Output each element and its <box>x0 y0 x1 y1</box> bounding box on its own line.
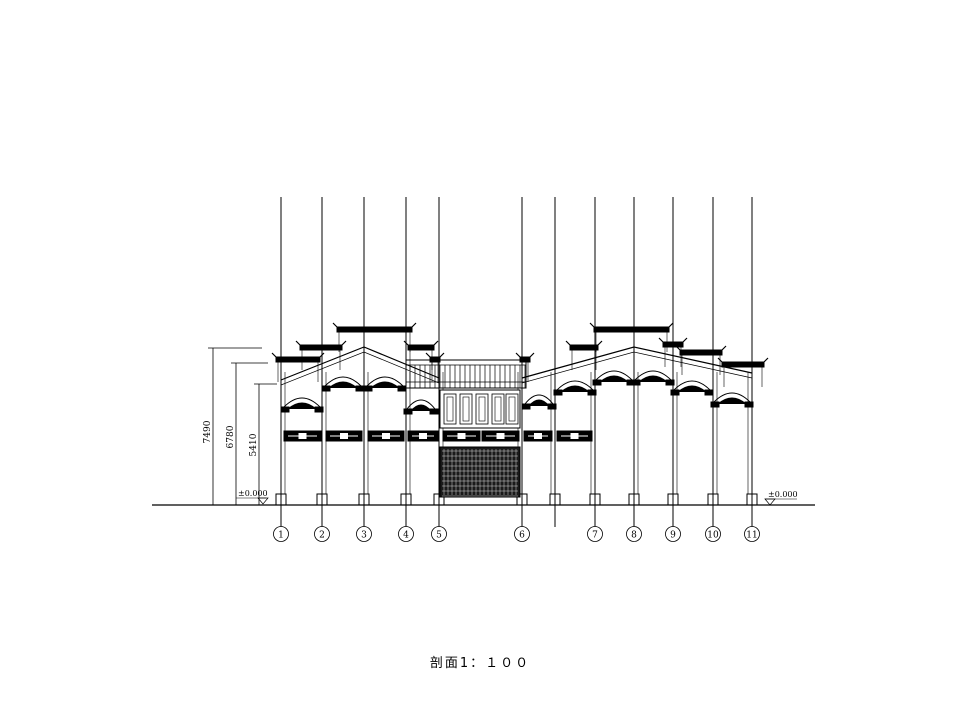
roof-slope <box>521 346 753 379</box>
gable-cap <box>275 356 321 363</box>
door-panel-inset <box>462 396 470 422</box>
drawing-title: 剖面1：１００ <box>429 656 531 671</box>
gable-cap <box>336 326 413 333</box>
axis-bubbles: 1 2 3 4 5 6 7 8 9 10 11 <box>273 505 760 542</box>
svg-text:±0.000: ±0.000 <box>238 489 268 498</box>
dimension-lines <box>208 347 277 506</box>
axis-bubble: 11 <box>744 505 760 542</box>
dimension-eave-height: 6780 <box>226 425 236 448</box>
lintel-panel <box>325 430 363 442</box>
central-wooden-facade <box>405 359 527 498</box>
arched-bracket <box>710 392 754 408</box>
arched-bracket <box>521 394 557 410</box>
lintel-panel <box>367 430 405 442</box>
door-panel-inset <box>508 396 516 422</box>
dimension-wall-height: 5410 <box>249 433 259 456</box>
gable-cap-tip <box>425 352 445 358</box>
lintel-panel <box>283 430 322 442</box>
door-panel <box>505 393 519 425</box>
lintel-panel <box>523 430 553 442</box>
axis-bubble: 1 <box>273 505 289 542</box>
lintel-panel <box>442 430 481 442</box>
door-panel <box>475 393 489 425</box>
axis-bubble: 2 <box>314 505 330 542</box>
axis-label: 4 <box>403 531 409 541</box>
roof-slope <box>280 346 440 381</box>
door-panel-inset <box>446 396 454 422</box>
elevation-marker-left: ±0.000 <box>236 489 269 505</box>
axis-bubble: 9 <box>665 505 681 542</box>
axis-bubble: 7 <box>587 505 603 542</box>
gable-cap <box>662 341 684 348</box>
axis-label: 1 <box>278 531 284 541</box>
gable-cap <box>299 344 343 351</box>
axis-label: 6 <box>519 531 525 541</box>
axis-bubble: 8 <box>626 505 642 542</box>
roof-slope-inner <box>521 351 753 384</box>
arched-bracket <box>363 376 407 392</box>
svg-text:±0.000: ±0.000 <box>768 490 798 499</box>
axis-label: 9 <box>670 531 676 541</box>
gable-cap-tip <box>271 352 325 358</box>
gable-cap-tip <box>332 322 417 328</box>
arched-bracket <box>670 380 714 396</box>
axis-label: 5 <box>436 531 442 541</box>
axis-bubble: 5 <box>431 505 447 542</box>
axis-bubble: 10 <box>705 505 721 542</box>
gable-cap-tip <box>717 357 769 363</box>
lintel-panel <box>556 430 593 442</box>
elevation-marker-right: ±0.000 <box>764 490 798 506</box>
door-panel <box>459 393 473 425</box>
gable-cap <box>721 361 765 368</box>
gable-cap-tip <box>515 352 535 358</box>
gable-cap <box>407 344 435 351</box>
arched-bracket <box>631 370 675 386</box>
lintel-panel <box>481 430 520 442</box>
door-panel <box>443 393 457 425</box>
axis-label: 3 <box>361 531 367 541</box>
axis-label: 8 <box>631 531 637 541</box>
gable-cap <box>569 344 599 351</box>
axis-bubble: 3 <box>356 505 372 542</box>
column-base <box>549 493 561 506</box>
axis-label: 7 <box>592 531 598 541</box>
door-panel-inset <box>494 396 502 422</box>
door-panel <box>491 393 505 425</box>
lintel-panel <box>407 430 439 442</box>
gable-cap-tip <box>403 340 439 346</box>
arched-bracket <box>280 397 324 413</box>
arched-bracket <box>553 380 597 396</box>
arched-bracket <box>321 376 365 392</box>
structure <box>271 197 769 527</box>
arched-bracket <box>592 370 636 386</box>
gable-cap <box>679 349 723 356</box>
gable-cap-tip <box>589 322 674 328</box>
dimension-total-height: 7490 <box>203 420 213 443</box>
axis-label: 11 <box>746 531 757 541</box>
axis-bubble: 4 <box>398 505 414 542</box>
axis-bubble: 6 <box>514 505 530 542</box>
gable-cap-tip <box>675 345 727 351</box>
gable-cap-tip <box>295 340 347 346</box>
roof-slope-inner <box>280 351 440 386</box>
arched-bracket <box>403 399 439 415</box>
axis-label: 2 <box>319 531 325 541</box>
gable-cap-tip <box>658 337 688 343</box>
gable-cap-tip <box>565 340 603 346</box>
gable-cap <box>593 326 670 333</box>
door-panel-inset <box>478 396 486 422</box>
axis-label: 10 <box>707 531 719 541</box>
